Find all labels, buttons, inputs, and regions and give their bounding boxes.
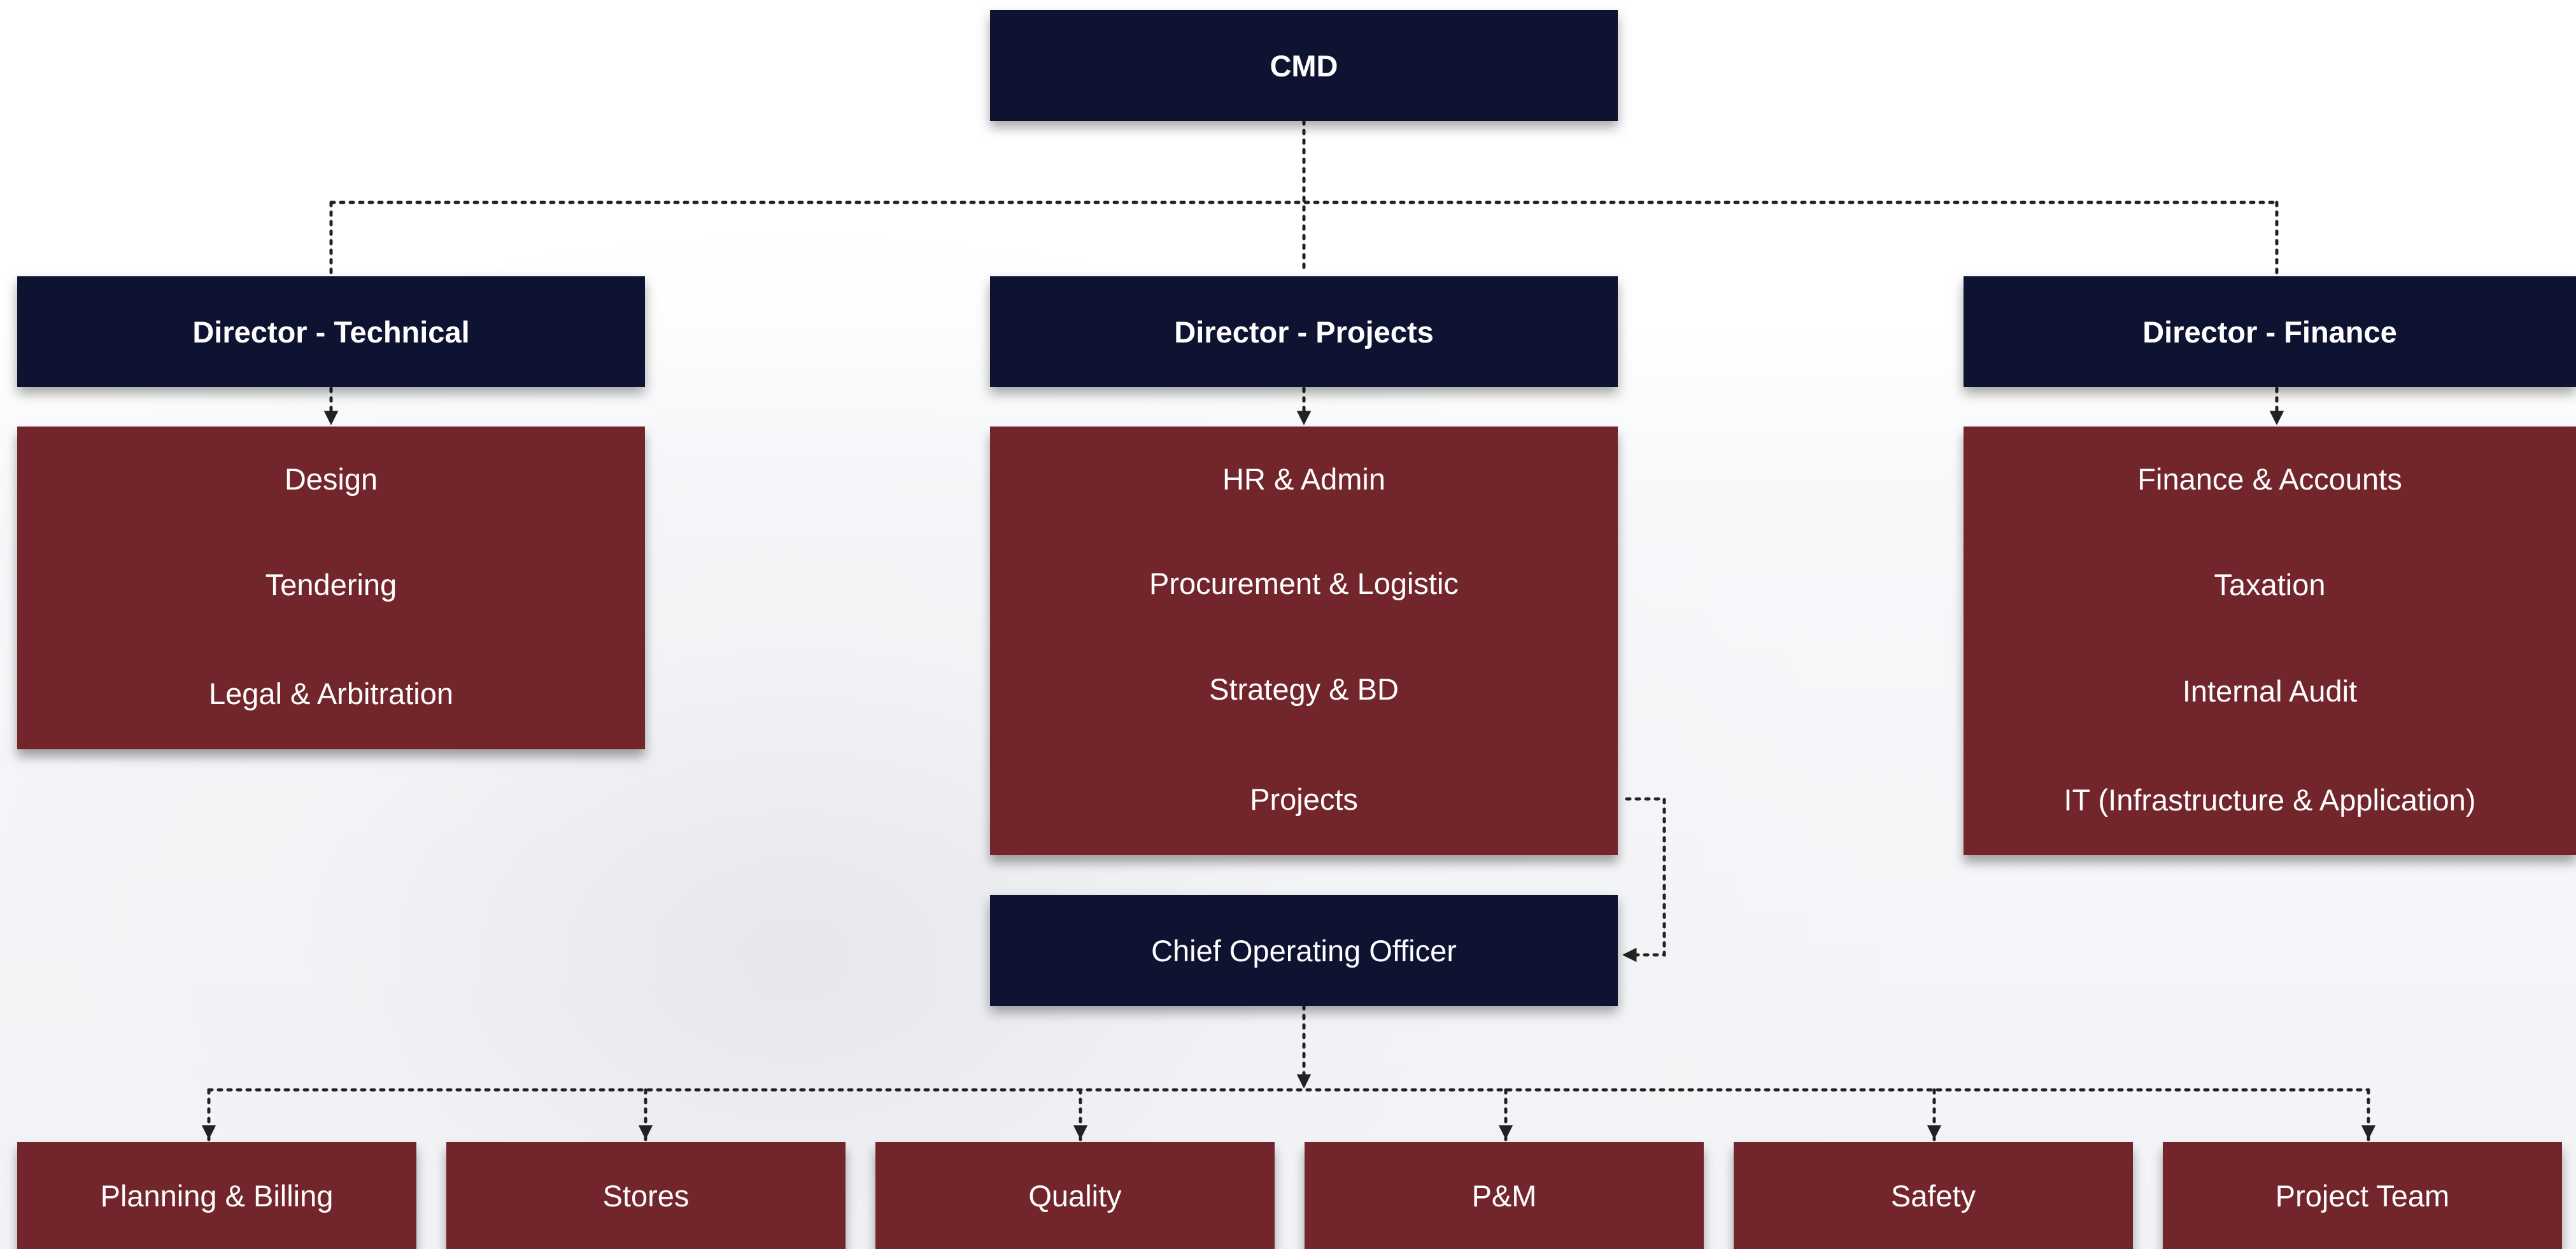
team-safety: Safety xyxy=(1734,1142,2133,1249)
connector-projects-to-coo xyxy=(1620,797,1666,963)
director-finance-box: Director - Finance xyxy=(1964,276,2576,387)
director-technical-box: Director - Technical xyxy=(17,276,645,387)
team-planning-billing: Planning & Billing xyxy=(17,1142,416,1249)
director-projects-box: Director - Projects xyxy=(990,276,1618,387)
department-procurement-logistic: Procurement & Logistic xyxy=(990,532,1618,635)
team-stores: Stores xyxy=(446,1142,846,1249)
department-finance-accounts: Finance & Accounts xyxy=(1964,427,2576,532)
department-tendering: Tendering xyxy=(17,532,645,637)
team-quality: Quality xyxy=(875,1142,1275,1249)
team-project-team: Project Team xyxy=(2163,1142,2562,1249)
department-legal-arbitration: Legal & Arbitration xyxy=(17,637,645,749)
department-it: IT (Infrastructure & Application) xyxy=(1964,744,2576,855)
department-strategy-bd: Strategy & BD xyxy=(990,635,1618,743)
department-projects: Projects xyxy=(990,743,1618,855)
department-taxation: Taxation xyxy=(1964,532,2576,637)
coo-box: Chief Operating Officer xyxy=(990,895,1618,1006)
department-internal-audit: Internal Audit xyxy=(1964,637,2576,744)
department-hr-admin: HR & Admin xyxy=(990,427,1618,532)
team-pm: P&M xyxy=(1305,1142,1704,1249)
department-design: Design xyxy=(17,427,645,532)
cmd-box: CMD xyxy=(990,10,1618,121)
